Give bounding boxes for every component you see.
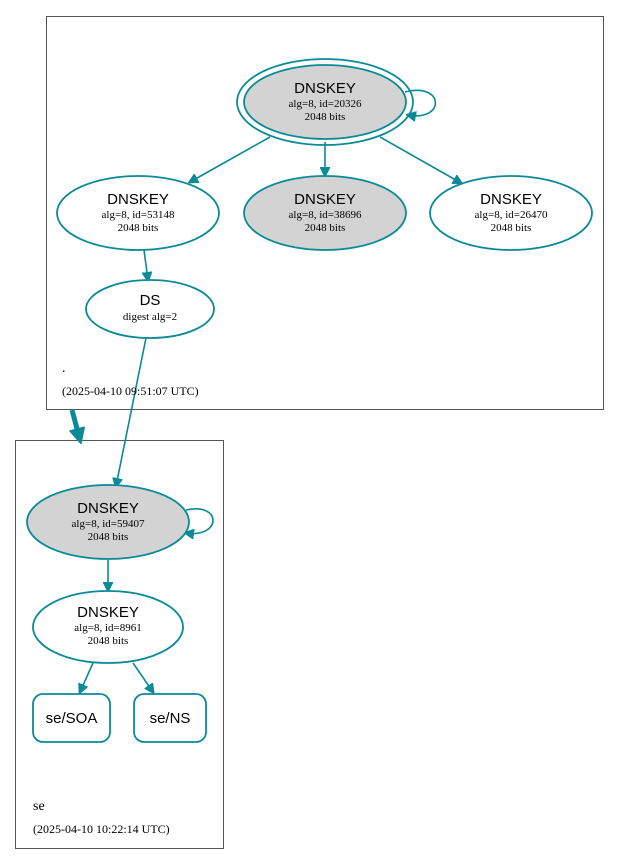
zone-se-timestamp: (2025-04-10 10:22:14 UTC) — [33, 822, 170, 836]
node-title: DNSKEY — [77, 500, 139, 517]
node-title: DNSKEY — [77, 604, 139, 621]
dnskey-node-53148[interactable]: DNSKEY alg=8, id=53148 2048 bits — [56, 175, 220, 251]
rrset-label: se/SOA — [46, 710, 98, 727]
zone-root-timestamp: (2025-04-10 09:51:07 UTC) — [62, 384, 199, 398]
edge-53148-to-ds — [144, 249, 148, 280]
edge-ksk-root-to-53148 — [190, 136, 271, 182]
rrset-node-ns[interactable]: se/NS — [133, 693, 207, 743]
node-key-size: 2048 bits — [305, 111, 346, 123]
dnskey-node-20326[interactable]: DNSKEY alg=8, id=20326 2048 bits — [236, 58, 414, 146]
node-key-size: 2048 bits — [88, 635, 129, 647]
edge-ksk-se-self — [186, 508, 214, 534]
dnskey-node-38696[interactable]: DNSKEY alg=8, id=38696 2048 bits — [243, 175, 407, 251]
dnskey-node-59407[interactable]: DNSKEY alg=8, id=59407 2048 bits — [26, 484, 190, 560]
edge-ksk-root-to-26470 — [379, 136, 461, 183]
dnskey-node-8961[interactable]: DNSKEY alg=8, id=8961 2048 bits — [32, 590, 184, 664]
ds-node[interactable]: DS digest alg=2 — [85, 279, 215, 339]
edge-ksk-root-self — [404, 89, 437, 115]
node-key-info: alg=8, id=20326 — [289, 98, 362, 110]
node-key-size: 2048 bits — [118, 222, 159, 234]
rrset-node-soa[interactable]: se/SOA — [32, 693, 111, 743]
node-title: DS — [140, 292, 161, 309]
node-title: DNSKEY — [480, 191, 542, 208]
node-key-size: 2048 bits — [491, 222, 532, 234]
node-key-size: 2048 bits — [305, 222, 346, 234]
node-title: DNSKEY — [294, 80, 356, 97]
zone-root-cluster — [46, 16, 604, 410]
edge-zsk-se-to-soa — [80, 662, 94, 692]
node-title: DNSKEY — [107, 191, 169, 208]
node-title: DNSKEY — [294, 191, 356, 208]
edge-ds-to-ksk-se — [116, 337, 147, 486]
node-key-size: 2048 bits — [88, 531, 129, 543]
edge-zsk-se-to-ns — [132, 662, 153, 692]
rrset-label: se/NS — [150, 710, 191, 727]
node-key-info: alg=8, id=8961 — [74, 622, 141, 634]
delegation-arrow — [72, 409, 80, 440]
node-digest-info: digest alg=2 — [123, 311, 177, 323]
zone-se-cluster — [15, 440, 224, 849]
zone-root-name: . — [62, 361, 66, 376]
node-key-info: alg=8, id=26470 — [475, 209, 548, 221]
zone-se-name: se — [33, 799, 45, 814]
node-key-info: alg=8, id=38696 — [289, 209, 362, 221]
node-key-info: alg=8, id=53148 — [102, 209, 175, 221]
node-key-info: alg=8, id=59407 — [72, 518, 145, 530]
dnskey-node-26470[interactable]: DNSKEY alg=8, id=26470 2048 bits — [429, 175, 593, 251]
